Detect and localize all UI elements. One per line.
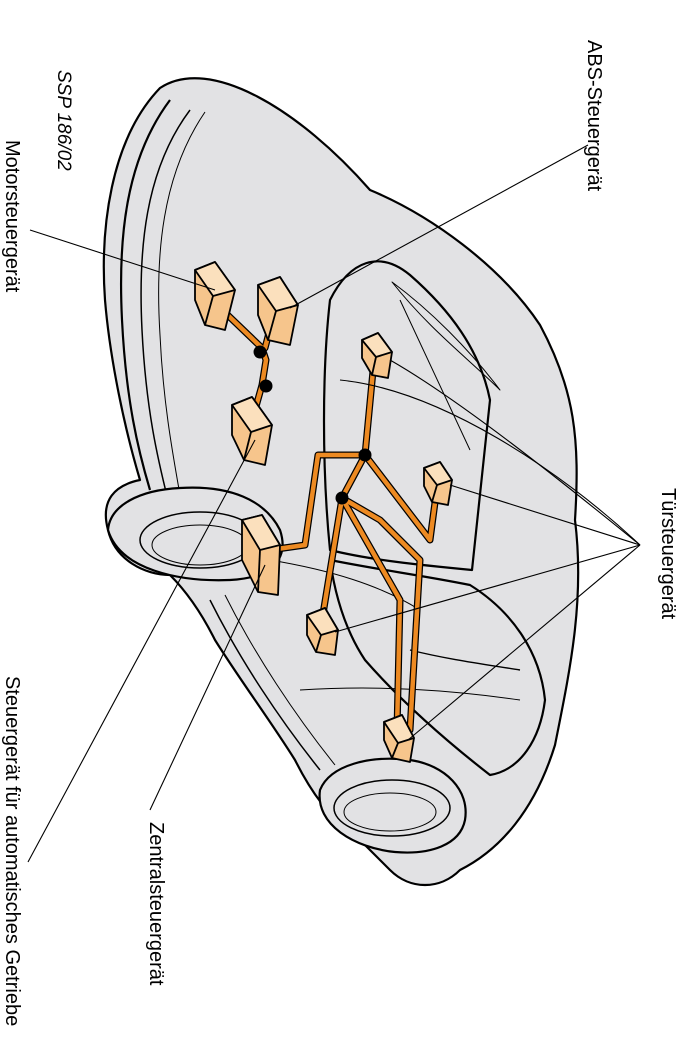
door-ecu-box-rear-right	[383, 714, 415, 763]
leader-lines	[27, 144, 641, 863]
window-divider	[409, 649, 521, 671]
leader-abs	[289, 144, 589, 309]
bus-line-central	[267, 452, 368, 553]
car-body	[102, 77, 580, 887]
leader-door-1	[389, 359, 641, 546]
leader-door-5	[407, 544, 641, 741]
bus-line-front-door	[319, 347, 378, 623]
label-transmission-ecu: Steuergerät für automatisches Getriebe	[1, 676, 23, 1026]
hood-line-inner	[140, 109, 191, 501]
leader-door-4	[334, 544, 641, 633]
abs-ecu-box	[257, 276, 299, 346]
windshield-inner	[391, 281, 501, 391]
bus-line-engine	[209, 297, 269, 413]
label-central-ecu: Zentralsteuergerät	[145, 822, 167, 986]
leader-engine	[29, 229, 216, 291]
side-line-2	[224, 594, 336, 766]
transmission-ecu-box	[231, 396, 273, 466]
side-window	[328, 558, 547, 777]
ecu-boxes	[194, 261, 453, 763]
leader-door-3	[449, 484, 641, 546]
bus-node	[358, 448, 372, 462]
label-abs-ecu: ABS-Steuergerät	[583, 40, 605, 192]
leader-central	[149, 564, 266, 811]
wiper	[399, 299, 471, 451]
door-ecu-box-right	[423, 461, 453, 506]
bus-nodes	[253, 345, 372, 505]
leader-door-2	[339, 379, 641, 546]
label-engine-ecu: Motorsteuergerät	[1, 140, 23, 293]
bus-node	[335, 491, 349, 505]
side-line	[209, 599, 321, 771]
central-ecu-box	[241, 514, 281, 596]
label-door-ecu: Türsteuergerät	[657, 488, 679, 620]
rear-wheel-inner	[343, 792, 437, 832]
can-bus-wiring	[208, 296, 442, 734]
bus-node	[253, 345, 267, 359]
bus-line-rear-door-2	[339, 495, 423, 733]
hood-line-inner2	[158, 111, 206, 496]
engine-ecu-box	[194, 261, 236, 331]
rear-wheel-arch	[318, 757, 467, 854]
sill-line	[269, 559, 421, 611]
rear-wheel	[333, 779, 451, 837]
door-ecu-box-front	[361, 332, 393, 379]
bus-line-rear-door	[339, 495, 403, 733]
leader-transmission	[27, 439, 256, 863]
door-ecu-box-rear-left	[306, 607, 339, 656]
reference-number: SSP 186/02	[53, 70, 74, 171]
hood-line-outer	[119, 99, 171, 491]
bus-node	[259, 379, 273, 393]
